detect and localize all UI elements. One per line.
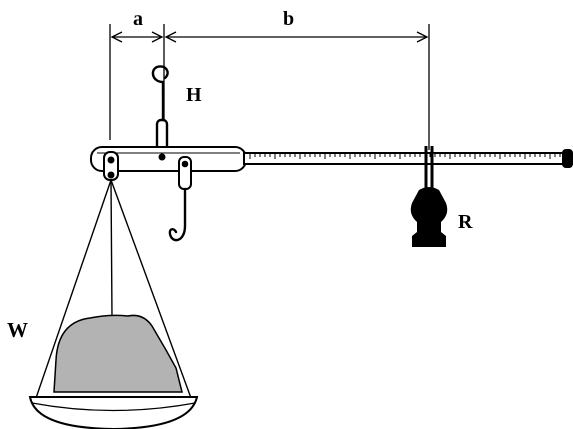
arrow-b-right-icon: [416, 31, 429, 43]
pan-string-right: [110, 179, 192, 399]
label-w: W: [7, 318, 28, 342]
dimension-b: [164, 24, 430, 150]
pan-pivot-lower-pin: [107, 171, 115, 179]
dimension-a: [109, 24, 165, 140]
lower-hook-pin: [181, 160, 189, 168]
top-hook-icon: [151, 65, 169, 94]
pan-dish-rim: [31, 402, 196, 412]
bar-end-cap: [562, 149, 573, 168]
rider-weight-icon: [410, 187, 448, 247]
arrow-a-left-icon: [110, 31, 123, 43]
pan-pivot-pin: [107, 156, 115, 164]
label-a: a: [133, 8, 143, 30]
pan-string-middle: [110, 179, 113, 319]
label-r: R: [458, 211, 473, 233]
lower-hook: [168, 187, 187, 242]
pan-dish: [28, 396, 199, 429]
pivot-pins: [103, 151, 192, 190]
load-material: [53, 314, 183, 393]
pan-string-left: [35, 179, 112, 399]
lower-hook-icon: [168, 187, 187, 242]
rider-weight-r: [410, 146, 448, 247]
scale-ticks: [249, 153, 561, 159]
scale-pan: [28, 179, 199, 429]
fulcrum-pin: [158, 153, 166, 161]
label-h: H: [186, 84, 202, 106]
arrow-b-left-icon: [164, 31, 177, 43]
steelyard-beam: [90, 146, 573, 172]
graduated-bar: [243, 152, 565, 165]
arrow-a-right-icon: [151, 31, 164, 43]
label-b: b: [283, 8, 294, 30]
